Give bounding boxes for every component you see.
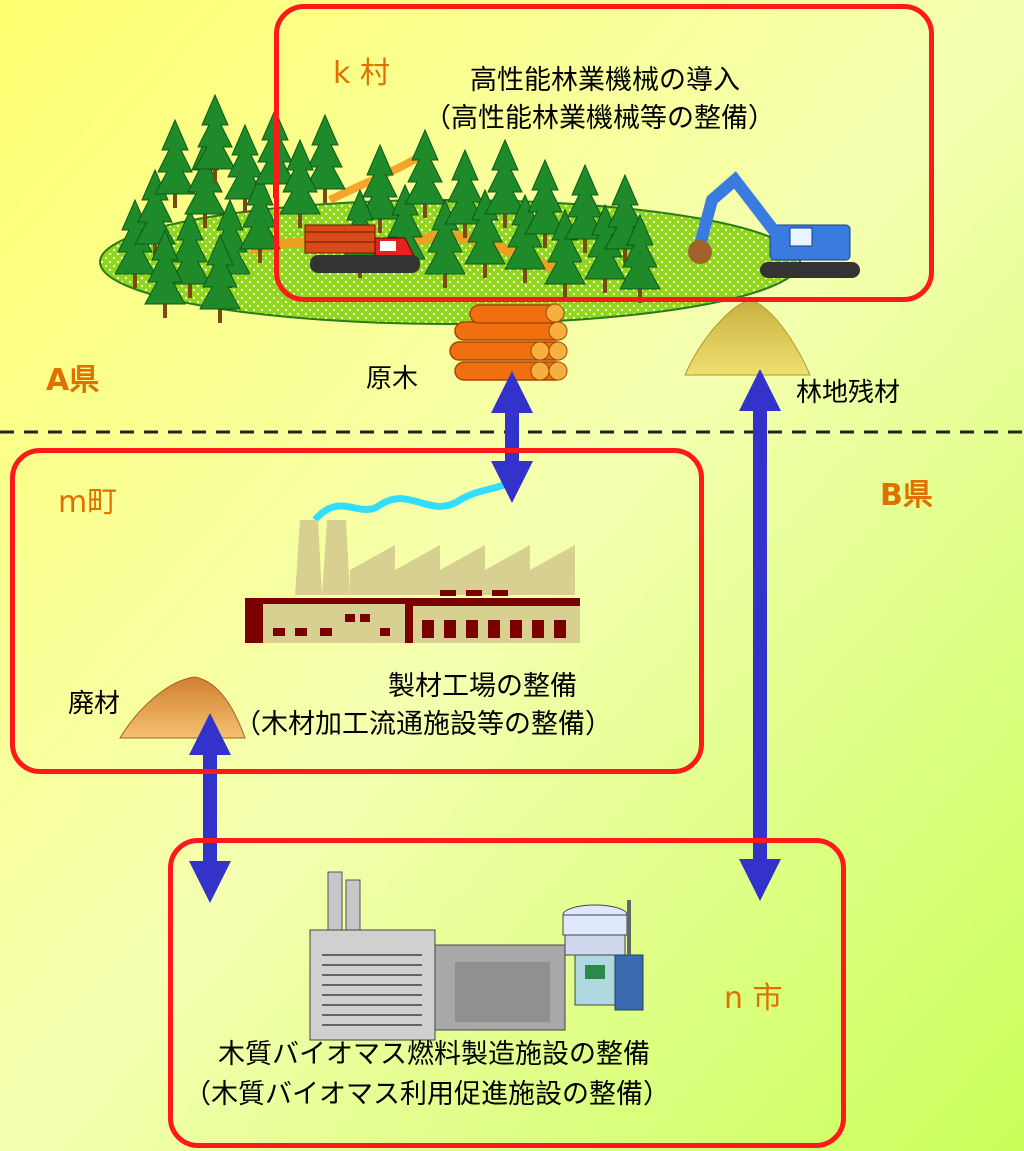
m-town-subtitle: （木材加工流通施設等の整備） (234, 709, 612, 740)
n-city-subtitle: （木質バイオマス利用促進施設の整備） (184, 1079, 670, 1110)
n-city-box (168, 838, 846, 1148)
biomass-plant (309, 871, 644, 1041)
k-village-subtitle: （高性能林業機械等の整備） (424, 103, 775, 134)
forest-residue-label: 林地残材 (796, 378, 901, 408)
m-town-name: m町 (58, 485, 118, 520)
m-town-box (10, 448, 704, 774)
m-town-title: 製材工場の整備 (388, 671, 577, 702)
waste-wood-label: 廃材 (68, 689, 121, 719)
excavator (688, 171, 860, 278)
n-city-title: 木質バイオマス燃料製造施設の整備 (218, 1039, 650, 1070)
forwarder-truck (304, 224, 420, 273)
k-village-box (274, 4, 934, 302)
prefecture-a-label: A県 (46, 363, 100, 398)
k-village-name: k 村 (333, 56, 390, 91)
logs-label: 原木 (366, 364, 419, 394)
sawmill-factory (245, 477, 580, 643)
prefecture-b-label: B県 (880, 478, 933, 513)
n-city-name: n 市 (724, 981, 783, 1016)
k-village-title: 高性能林業機械の導入 (470, 65, 740, 96)
